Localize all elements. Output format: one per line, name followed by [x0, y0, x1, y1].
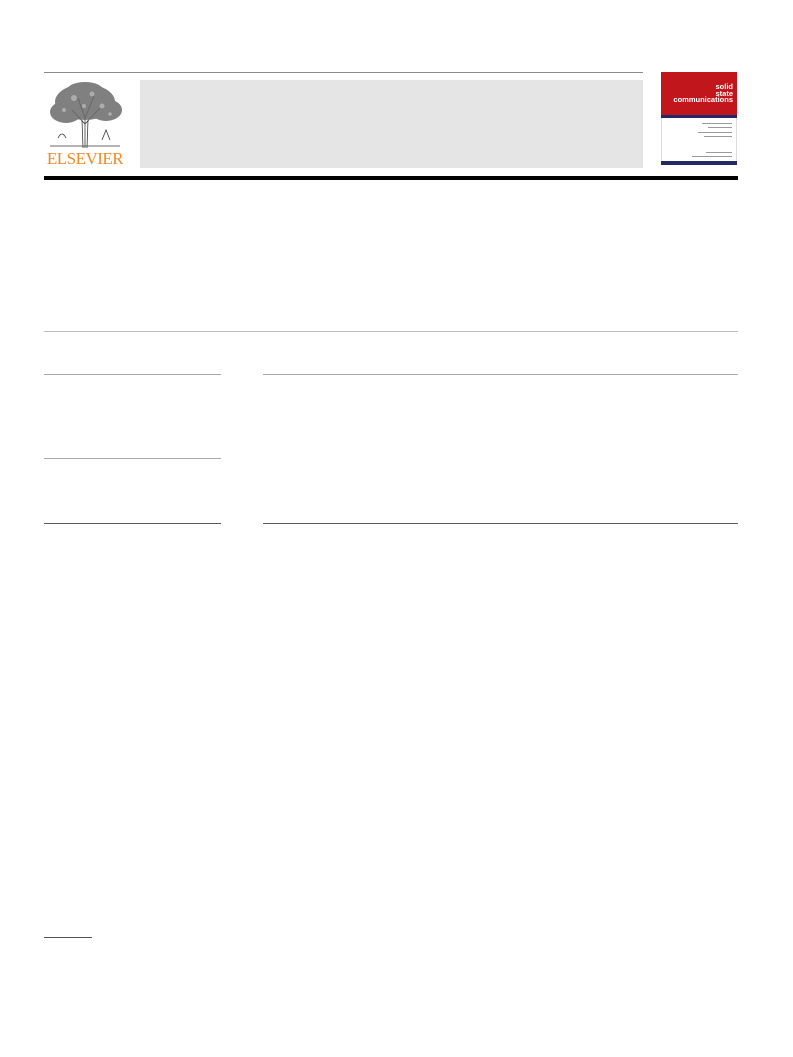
- journal-banner: [140, 80, 643, 168]
- cover-title-block: solid state communications: [661, 72, 737, 115]
- cover-footer-band: [661, 161, 737, 165]
- header-top-rule: [44, 72, 643, 73]
- cover-text-line: [708, 127, 732, 128]
- keywords-divider: [44, 458, 221, 459]
- article-info-bottom-rule: [44, 523, 221, 524]
- abstract-bottom-rule: [263, 523, 738, 524]
- article-info-top-rule: [44, 374, 221, 375]
- cover-text-line: [692, 156, 732, 157]
- abstract-top-rule: [263, 374, 738, 375]
- footnote-rule: [44, 937, 92, 938]
- cover-band: [661, 115, 737, 118]
- cover-text-line: [706, 152, 732, 153]
- tree-logo-icon: [50, 82, 122, 149]
- cover-title-line: communications: [673, 95, 733, 105]
- cover-title: solid state communications: [673, 82, 733, 105]
- cover-text-line: [698, 132, 732, 133]
- journal-cover-thumbnail[interactable]: solid state communications: [661, 72, 737, 165]
- cover-title-line: solid: [715, 82, 733, 91]
- title-block-divider: [44, 331, 738, 332]
- header-thick-rule: [44, 176, 738, 180]
- cover-text-line: [702, 123, 732, 124]
- publisher-logo[interactable]: ELSEVIER: [44, 80, 126, 168]
- cover-text-line: [704, 136, 732, 137]
- cover-title-line: state: [715, 88, 733, 98]
- publisher-wordmark: ELSEVIER: [46, 149, 124, 168]
